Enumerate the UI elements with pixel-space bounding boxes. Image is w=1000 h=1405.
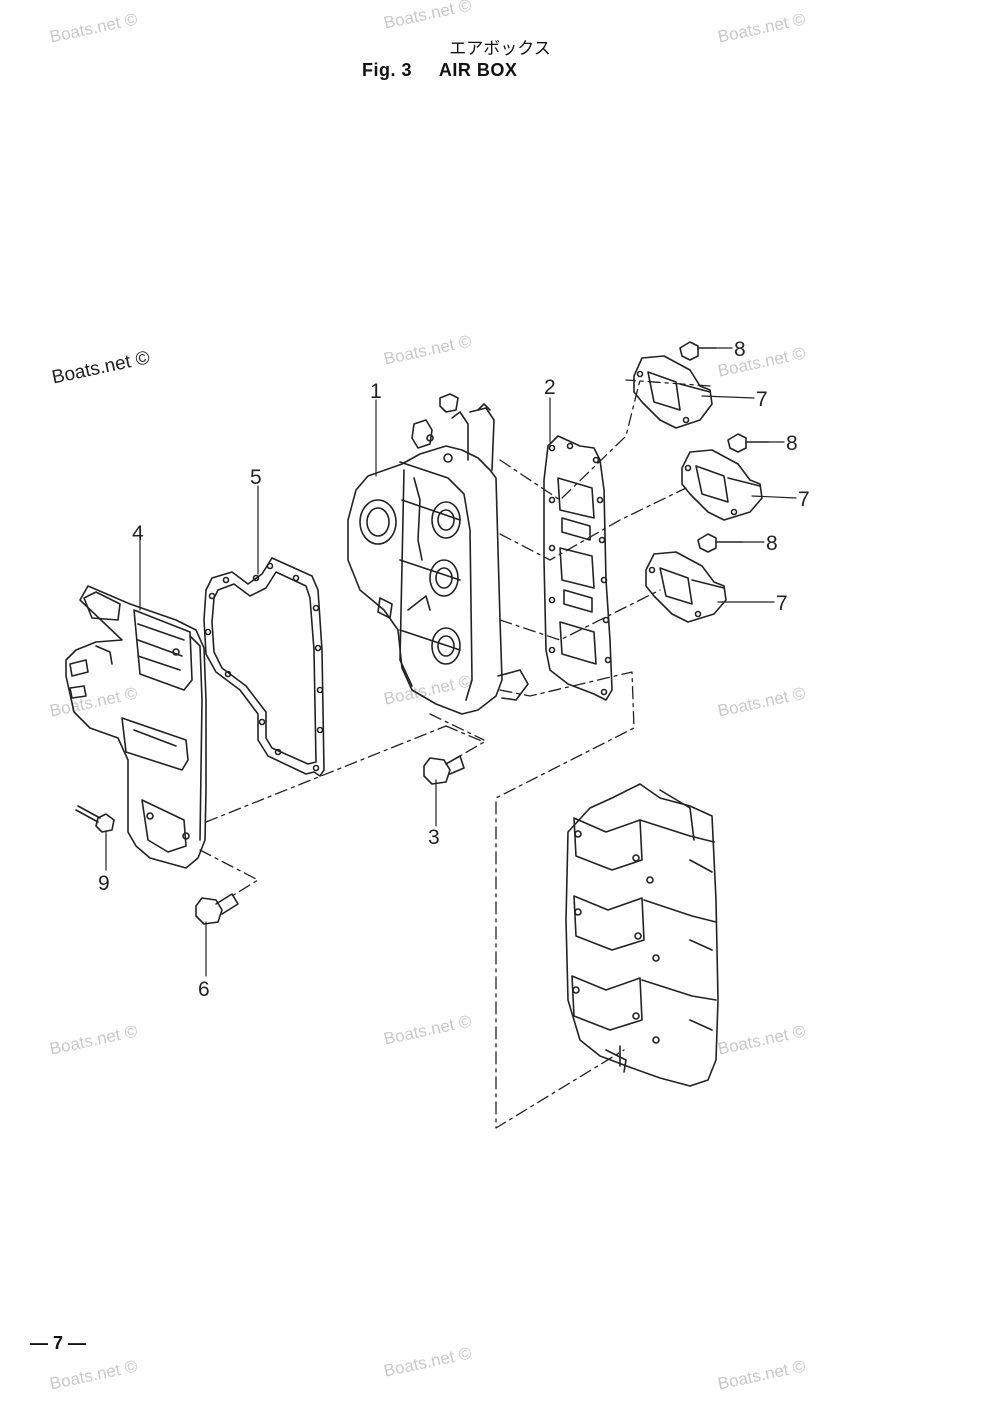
part-8-screw-3 [697, 533, 743, 553]
callout-1: 1 [370, 380, 382, 403]
part-7-reed-valve-1 [633, 355, 713, 429]
part-6-bolt [195, 893, 239, 925]
part-7-reed-valve-2 [681, 449, 763, 521]
callout-8b: 8 [786, 432, 798, 455]
part-9-screw [75, 805, 115, 833]
part-8-screw-1 [679, 341, 717, 361]
alignment-lines [199, 379, 711, 1129]
callout-8c: 8 [766, 532, 778, 555]
part-7-reed-valve-3 [645, 551, 727, 623]
callout-5: 5 [250, 466, 262, 489]
callout-labels: 1 2 3 4 5 6 7 7 7 8 8 8 9 [98, 338, 810, 1001]
callout-7b: 7 [798, 488, 810, 511]
part-3-bolt [423, 755, 465, 785]
callout-7c: 7 [776, 592, 788, 615]
callout-9: 9 [98, 872, 110, 895]
leader-lines [105, 347, 797, 977]
figure-title-japanese: エアボックス [0, 34, 1000, 59]
callout-6: 6 [198, 978, 210, 1001]
page-number: — 7 — [30, 1333, 87, 1353]
callout-2: 2 [544, 376, 556, 399]
part-8-screw-2 [727, 433, 769, 453]
figure-title: Fig. 3 AIR BOX [362, 60, 517, 81]
figure-number: Fig. 3 [362, 60, 413, 80]
callout-8a: 8 [734, 338, 746, 361]
callout-3: 3 [428, 826, 440, 849]
callout-4: 4 [132, 522, 144, 545]
callout-7a: 7 [756, 388, 768, 411]
title-jp-text: エアボックス [449, 39, 551, 59]
part-1-body [347, 393, 529, 715]
part-5-gasket [203, 557, 325, 777]
cylinder-block [565, 783, 719, 1087]
part-2-gasket [543, 435, 613, 701]
part-4-cover [65, 585, 207, 869]
figure-name: AIR BOX [438, 60, 518, 80]
